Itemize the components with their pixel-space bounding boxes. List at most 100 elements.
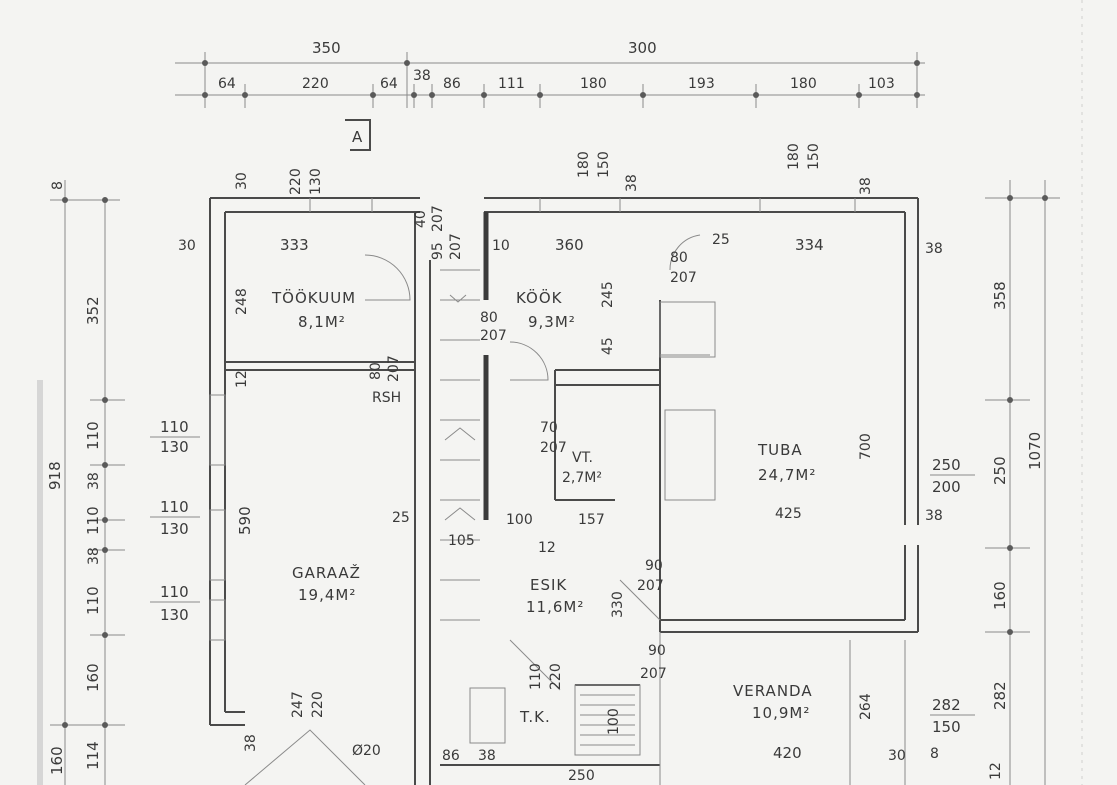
dim-right-38a: 38: [925, 241, 943, 257]
dim-int-150b: 150: [806, 143, 822, 170]
room-kook-name: KÖÖK: [516, 288, 563, 307]
right-dimension-lines: [930, 180, 1060, 785]
dim-int-247: 247: [290, 691, 306, 718]
dim-left-110d: 110: [84, 506, 102, 535]
dim-int-220c: 220: [310, 691, 326, 718]
dim-int-10: 10: [492, 238, 510, 254]
dim-int-95: 95: [430, 242, 446, 260]
dim-top-193: 193: [688, 76, 715, 92]
dim-left-110c: 110: [160, 583, 189, 601]
dim-int-360: 360: [555, 236, 584, 254]
section-marker-label: A: [352, 128, 363, 146]
dim-right-282a: 282: [932, 696, 961, 714]
dim-right-358: 358: [991, 281, 1009, 310]
dim-left-114: 114: [84, 741, 102, 770]
dim-left-38b: 38: [86, 547, 102, 565]
dim-right-38b: 38: [925, 508, 943, 524]
dim-top-64b: 64: [380, 76, 398, 92]
dim-right-200: 200: [932, 478, 961, 496]
dim-int-80b: 80: [480, 310, 498, 326]
dim-left-160a: 160: [84, 663, 102, 692]
dim-int-220b: 220: [548, 663, 564, 690]
left-dimension-lines: [50, 180, 200, 785]
dim-left-8: 8: [50, 181, 66, 190]
room-veranda-area: 10,9M²: [752, 704, 810, 722]
room-tuba: TUBA 24,7M²: [757, 441, 816, 484]
dim-left-110-upper-a: 110: [160, 418, 189, 436]
dim-left-110e: 110: [84, 586, 102, 615]
dim-top-180b: 180: [790, 76, 817, 92]
room-kook-area: 9,3M²: [528, 313, 576, 331]
dim-left-110b: 110: [160, 498, 189, 516]
dim-int-157: 157: [578, 512, 605, 528]
dim-left-248: 248: [234, 288, 250, 315]
room-tuba-area: 24,7M²: [758, 466, 816, 484]
dim-top-86: 86: [443, 76, 461, 92]
outer-walls: [209, 197, 919, 726]
dim-int-207e: 207: [386, 355, 402, 382]
dim-int-333: 333: [280, 236, 309, 254]
room-tookuum-area: 8,1M²: [298, 313, 346, 331]
dim-top-300: 300: [628, 39, 657, 57]
dim-top-38: 38: [413, 68, 431, 84]
dim-int-30: 30: [178, 238, 196, 254]
dim-int-250: 250: [568, 768, 595, 784]
interior-walls: [225, 212, 906, 785]
dim-int-38d: 38: [478, 748, 496, 764]
dim-int-90a: 90: [645, 558, 663, 574]
dim-top-220: 220: [302, 76, 329, 92]
dim-left-110a: 110: [84, 421, 102, 450]
room-esik: ESIK 11,6M²: [526, 576, 584, 616]
dim-left-130c: 130: [160, 606, 189, 624]
dim-int-220: 220: [288, 168, 304, 195]
dim-right-282b: 282: [991, 681, 1009, 710]
dim-int-d20: Ø20: [352, 743, 381, 759]
dim-int-70: 70: [540, 420, 558, 436]
dim-int-100b: 100: [606, 708, 622, 735]
dim-int-207a: 207: [670, 270, 697, 286]
room-garaaz: GARAAŽ 19,4M²: [292, 563, 360, 604]
dim-int-105: 105: [448, 533, 475, 549]
dim-int-25a: 25: [712, 232, 730, 248]
dim-int-264: 264: [858, 693, 874, 720]
dim-top-103: 103: [868, 76, 895, 92]
dim-int-100a: 100: [506, 512, 533, 528]
room-tuba-name: TUBA: [757, 441, 803, 459]
dim-int-110: 110: [528, 663, 544, 690]
dim-int-80a: 80: [670, 250, 688, 266]
section-marker: A: [345, 119, 371, 151]
dim-int-40: 40: [413, 210, 429, 228]
room-tookuum-name: TÖÖKUUM: [271, 288, 356, 307]
dim-int-207h: 207: [640, 666, 667, 682]
room-vt-name: VT.: [572, 450, 593, 466]
dim-left-130b: 130: [160, 520, 189, 538]
dim-int-150a: 150: [596, 151, 612, 178]
dim-int-207c: 207: [448, 233, 464, 260]
room-rsh-name: RSH: [372, 390, 401, 406]
dim-left-918: 918: [46, 461, 64, 490]
dim-top-180a: 180: [580, 76, 607, 92]
dim-right-250a: 250: [932, 456, 961, 474]
room-veranda: VERANDA 10,9M²: [733, 682, 812, 722]
dim-int-420: 420: [773, 744, 802, 762]
dim-left-30: 30: [234, 172, 250, 190]
dim-left-590: 590: [236, 506, 254, 535]
dim-left-352: 352: [84, 296, 102, 325]
top-dimension-lines: [175, 52, 925, 108]
dim-int-130: 130: [308, 168, 324, 195]
room-vt-area: 2,7M²: [562, 470, 602, 486]
dim-int-86: 86: [442, 748, 460, 764]
dim-right-12: 12: [988, 762, 1004, 780]
dim-int-38b: 38: [858, 177, 874, 195]
dim-int-180a: 180: [576, 151, 592, 178]
dim-int-330: 330: [610, 591, 626, 618]
dim-int-38c: 38: [243, 734, 259, 752]
dim-right-250b: 250: [991, 456, 1009, 485]
room-esik-area: 11,6M²: [526, 598, 584, 616]
dim-int-38a: 38: [624, 174, 640, 192]
dim-int-207b: 207: [430, 205, 446, 232]
dim-left-12: 12: [234, 370, 250, 388]
dim-int-245: 245: [600, 281, 616, 308]
